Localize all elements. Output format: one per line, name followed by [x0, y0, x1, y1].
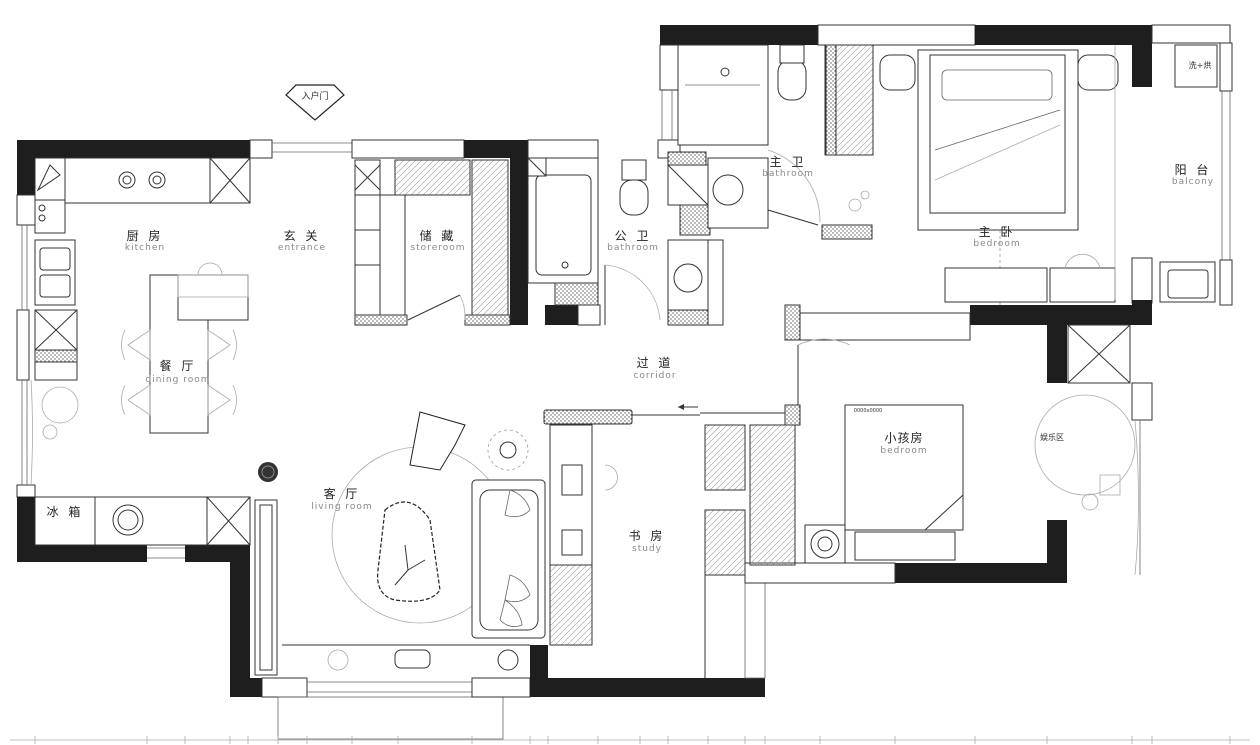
master-bath-fixtures — [677, 44, 874, 240]
living-label-cn: 客 厅 — [324, 486, 361, 501]
dining-fixtures — [41, 262, 249, 440]
master-bed-label-en: bedroom — [973, 239, 1020, 249]
study-label-cn: 书 房 — [629, 528, 666, 543]
dining-label-cn: 餐 厅 — [160, 358, 197, 373]
entrance-tag: 入户门 — [285, 84, 345, 121]
kids-room-fixtures: 0000x0000 娱乐区 — [797, 324, 1136, 564]
bed-size-tag: 0000x0000 — [854, 408, 882, 414]
kitchen-fixtures — [34, 157, 251, 381]
living-fixtures — [254, 411, 546, 676]
public-bath-label-en: bathroom — [607, 243, 659, 253]
study-label-en: study — [632, 544, 662, 554]
kids-room-label-en: bedroom — [880, 446, 927, 456]
storeroom-label-en: storeroom — [410, 243, 465, 253]
balcony-label-en: balcony — [1172, 177, 1214, 187]
kitchen-label-en: kitchen — [125, 243, 165, 253]
corridor-label-cn: 过 道 — [637, 356, 674, 370]
master-bed-fixtures — [879, 45, 1119, 305]
public-bath-fixtures — [527, 151, 724, 326]
corridor-label-en: corridor — [633, 371, 676, 381]
kids-room-label-cn: 小孩房 — [884, 430, 923, 445]
kitchen-label-cn: 厨 房 — [127, 228, 164, 243]
dining-label-en: dining room — [146, 375, 211, 385]
public-bath-label-cn: 公 卫 — [615, 229, 652, 243]
entrance-tag-label: 入户门 — [301, 90, 328, 102]
fridge-row: 冰 箱 — [34, 462, 278, 546]
balcony-label-cn: 阳 台 — [1175, 162, 1212, 177]
balcony-fixtures: 洗+烘 — [1159, 44, 1218, 303]
entrance-label-en: entrance — [278, 243, 326, 253]
room-labels: 厨 房 kitchen 玄 关 entrance 储 藏 storeroom 公… — [125, 155, 1214, 554]
storeroom-fixtures — [354, 159, 511, 326]
master-bed-label-cn: 主 卧 — [979, 225, 1016, 239]
dimension-ticks — [10, 736, 1250, 744]
living-label-en: living room — [311, 502, 372, 512]
master-bath-label-cn: 主 卫 — [770, 155, 807, 169]
walls — [16, 24, 1233, 740]
washer-label: 洗+烘 — [1189, 60, 1212, 70]
master-bath-label-en: bathroom — [762, 169, 814, 179]
entrance-label-cn: 玄 关 — [284, 228, 321, 243]
fridge-label: 冰 箱 — [47, 504, 84, 519]
storeroom-label-cn: 储 藏 — [420, 228, 457, 243]
play-area-label: 娱乐区 — [1040, 432, 1064, 442]
study-fixtures — [549, 424, 796, 678]
corridor-arrow-icon — [678, 404, 698, 410]
